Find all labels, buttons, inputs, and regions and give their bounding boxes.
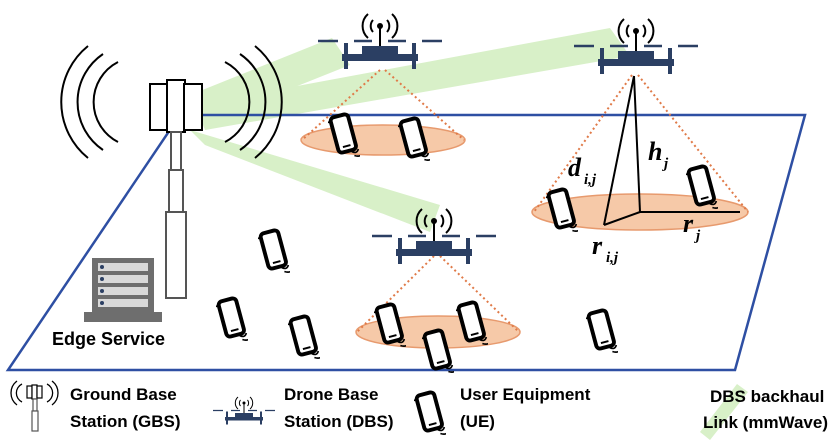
- legend-link-line2: Link (mmWave): [703, 413, 828, 432]
- legend-dbs-line1: Drone Base: [284, 385, 378, 404]
- legend-link-line1: DBS backhaul: [710, 387, 824, 406]
- user-equipment: [216, 295, 248, 343]
- svg-text:i,j: i,j: [584, 172, 597, 188]
- legend-ue-icon: [414, 389, 446, 437]
- beam-to-drone-3: [190, 130, 440, 232]
- svg-text:r: r: [683, 209, 694, 238]
- legend-ue-line1: User Equipment: [460, 385, 591, 404]
- legend-gbs-line2: Station (GBS): [70, 412, 181, 431]
- user-equipment: [586, 307, 618, 355]
- user-equipment: [288, 313, 320, 361]
- svg-text:r: r: [592, 231, 603, 260]
- legend-dbs-icon: [212, 396, 276, 426]
- svg-text:h: h: [648, 137, 662, 166]
- label-h-j: h j: [648, 137, 669, 172]
- label-r-j: r j: [683, 209, 701, 244]
- label-r-ij: r i,j: [592, 231, 619, 266]
- legend: Ground Base Station (GBS) Drone Base Sta…: [10, 380, 828, 440]
- drone-base-station-2: [572, 17, 700, 76]
- svg-text:d: d: [568, 153, 582, 182]
- beam-to-drone-2: [195, 28, 630, 130]
- backhaul-beams: [190, 28, 630, 232]
- legend-gbs-icon: [10, 380, 59, 432]
- label-d-ij: d i,j: [568, 153, 597, 188]
- svg-text:i,j: i,j: [606, 250, 619, 266]
- legend-ue-line2: (UE): [460, 412, 495, 431]
- edge-server-icon: [84, 258, 162, 322]
- svg-text:j: j: [694, 228, 701, 244]
- legend-backhaul-icon: [700, 384, 748, 440]
- legend-dbs-line2: Station (DBS): [284, 412, 394, 431]
- user-equipment: [258, 227, 290, 275]
- ground-plane: [5, 113, 807, 372]
- ground-base-station: [60, 45, 283, 299]
- legend-gbs-line1: Ground Base: [70, 385, 177, 404]
- svg-text:j: j: [662, 156, 669, 172]
- geometry-lines: [603, 75, 740, 226]
- edge-service-label: Edge Service: [52, 329, 165, 349]
